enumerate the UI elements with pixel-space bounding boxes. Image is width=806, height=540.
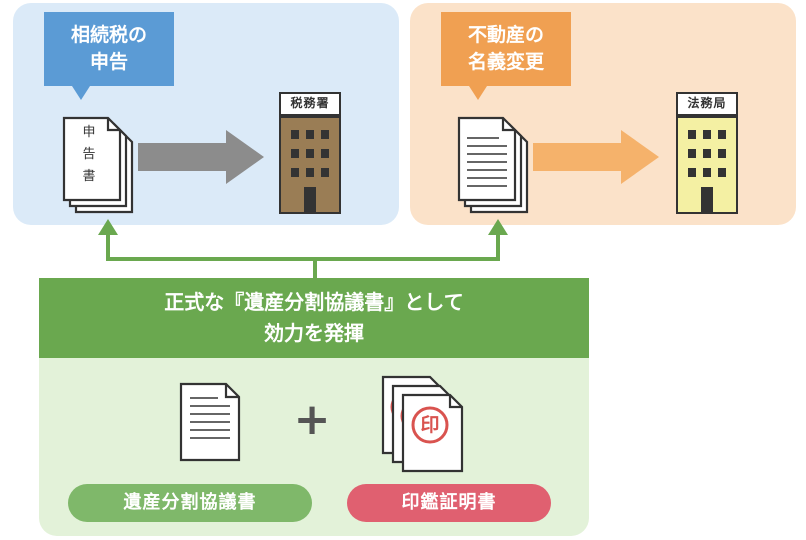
callout-line1: 不動産の <box>467 24 544 46</box>
doc-char-2: 告 <box>82 147 96 162</box>
seal-stamp-circle <box>411 406 449 444</box>
legal-bureau-building-icon <box>676 116 738 214</box>
partition-agreement-pill: 遺産分割協議書 <box>68 484 312 522</box>
gray-arrow-icon <box>138 130 264 184</box>
effect-banner: 正式な『遺産分割協議書』として 効力を発揮 <box>39 278 589 358</box>
partition-agreement-document-icon <box>179 382 241 462</box>
tax-return-label: 申 告 書 <box>74 122 104 188</box>
callout-line2: 名義変更 <box>467 51 544 73</box>
tax-office-label: 税務署 <box>279 92 341 116</box>
callout-line2: 申告 <box>89 51 128 73</box>
banner-line1: 正式な『遺産分割協議書』として <box>164 290 464 314</box>
doc-char-1: 申 <box>82 125 96 140</box>
seal-certificate-pill: 印鑑証明書 <box>347 484 551 522</box>
doc-char-3: 書 <box>82 169 96 184</box>
banner-line2: 効力を発揮 <box>264 321 364 345</box>
tax-return-document-icon <box>62 116 134 214</box>
green-connector-arrows <box>98 219 508 281</box>
tax-office-building-icon <box>279 116 341 214</box>
orange-arrow-icon <box>533 130 659 184</box>
seal-stamp-character: 印 <box>420 414 440 436</box>
seal-certificate-icon <box>381 375 464 473</box>
callout-line1: 相続税の <box>70 24 147 46</box>
real-estate-callout: 不動産の 名義変更 <box>441 12 571 100</box>
registration-document-icon <box>457 116 529 214</box>
plus-sign: + <box>293 394 331 445</box>
up-arrowhead-left <box>98 219 118 235</box>
legal-bureau-label: 法務局 <box>676 92 738 116</box>
up-arrowhead-right <box>488 219 508 235</box>
inheritance-tax-callout: 相続税の 申告 <box>44 12 174 100</box>
